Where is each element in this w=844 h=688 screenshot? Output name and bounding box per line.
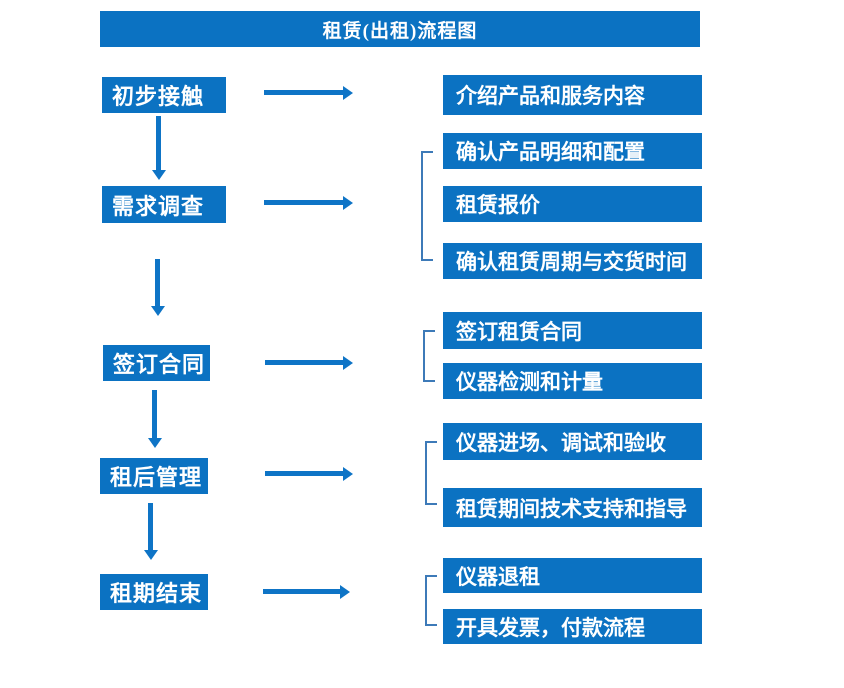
arrow-head: [151, 306, 165, 316]
detail-box: 仪器进场、调试和验收: [443, 423, 702, 460]
detail-box: 仪器检测和计量: [443, 363, 702, 399]
arrow-head: [144, 550, 158, 560]
step-box-post-rental-management: 租后管理: [100, 458, 208, 494]
arrow-shaft: [265, 471, 343, 476]
arrow-head: [343, 356, 353, 370]
bracket-connector: [423, 330, 435, 382]
detail-box: 租赁期间技术支持和指导: [443, 488, 702, 527]
flowchart-title: 租赁(出租)流程图: [322, 20, 478, 42]
arrow-head: [343, 86, 353, 100]
down-arrow-icon: [151, 259, 165, 316]
step-box-initial-contact: 初步接触: [102, 77, 226, 113]
down-arrow-icon: [144, 503, 158, 560]
arrow-shaft: [264, 90, 343, 95]
step-box-demand-survey: 需求调查: [102, 186, 226, 223]
detail-box: 租赁报价: [443, 186, 702, 222]
arrow-head: [148, 438, 162, 448]
down-arrow-icon: [148, 390, 162, 448]
detail-box: 介绍产品和服务内容: [443, 75, 702, 115]
arrow-head: [343, 196, 353, 210]
arrow-shaft: [148, 503, 153, 550]
detail-box: 开具发票，付款流程: [443, 609, 702, 644]
arrow-head: [343, 467, 353, 481]
bracket-connector: [425, 575, 437, 626]
arrow-head: [152, 170, 166, 180]
arrow-shaft: [263, 589, 340, 594]
bracket-connector: [421, 151, 433, 261]
right-arrow-icon: [264, 86, 353, 100]
arrow-shaft: [152, 390, 157, 438]
detail-box: 签订租赁合同: [443, 312, 702, 349]
detail-box: 确认产品明细和配置: [443, 133, 702, 169]
down-arrow-icon: [152, 116, 166, 180]
arrow-shaft: [265, 360, 343, 365]
bracket-connector: [425, 441, 437, 505]
arrow-shaft: [264, 200, 343, 205]
right-arrow-icon: [263, 585, 350, 599]
right-arrow-icon: [265, 467, 353, 481]
arrow-head: [340, 585, 350, 599]
right-arrow-icon: [264, 196, 353, 210]
arrow-shaft: [156, 116, 161, 170]
detail-box: 仪器退租: [443, 558, 702, 593]
right-arrow-icon: [265, 356, 353, 370]
step-box-rental-end: 租期结束: [100, 574, 208, 610]
arrow-shaft: [155, 259, 160, 306]
flowchart-title-bar: 租赁(出租)流程图: [100, 11, 700, 47]
detail-box: 确认租赁周期与交货时间: [443, 243, 702, 279]
step-box-sign-contract: 签订合同: [103, 345, 210, 381]
